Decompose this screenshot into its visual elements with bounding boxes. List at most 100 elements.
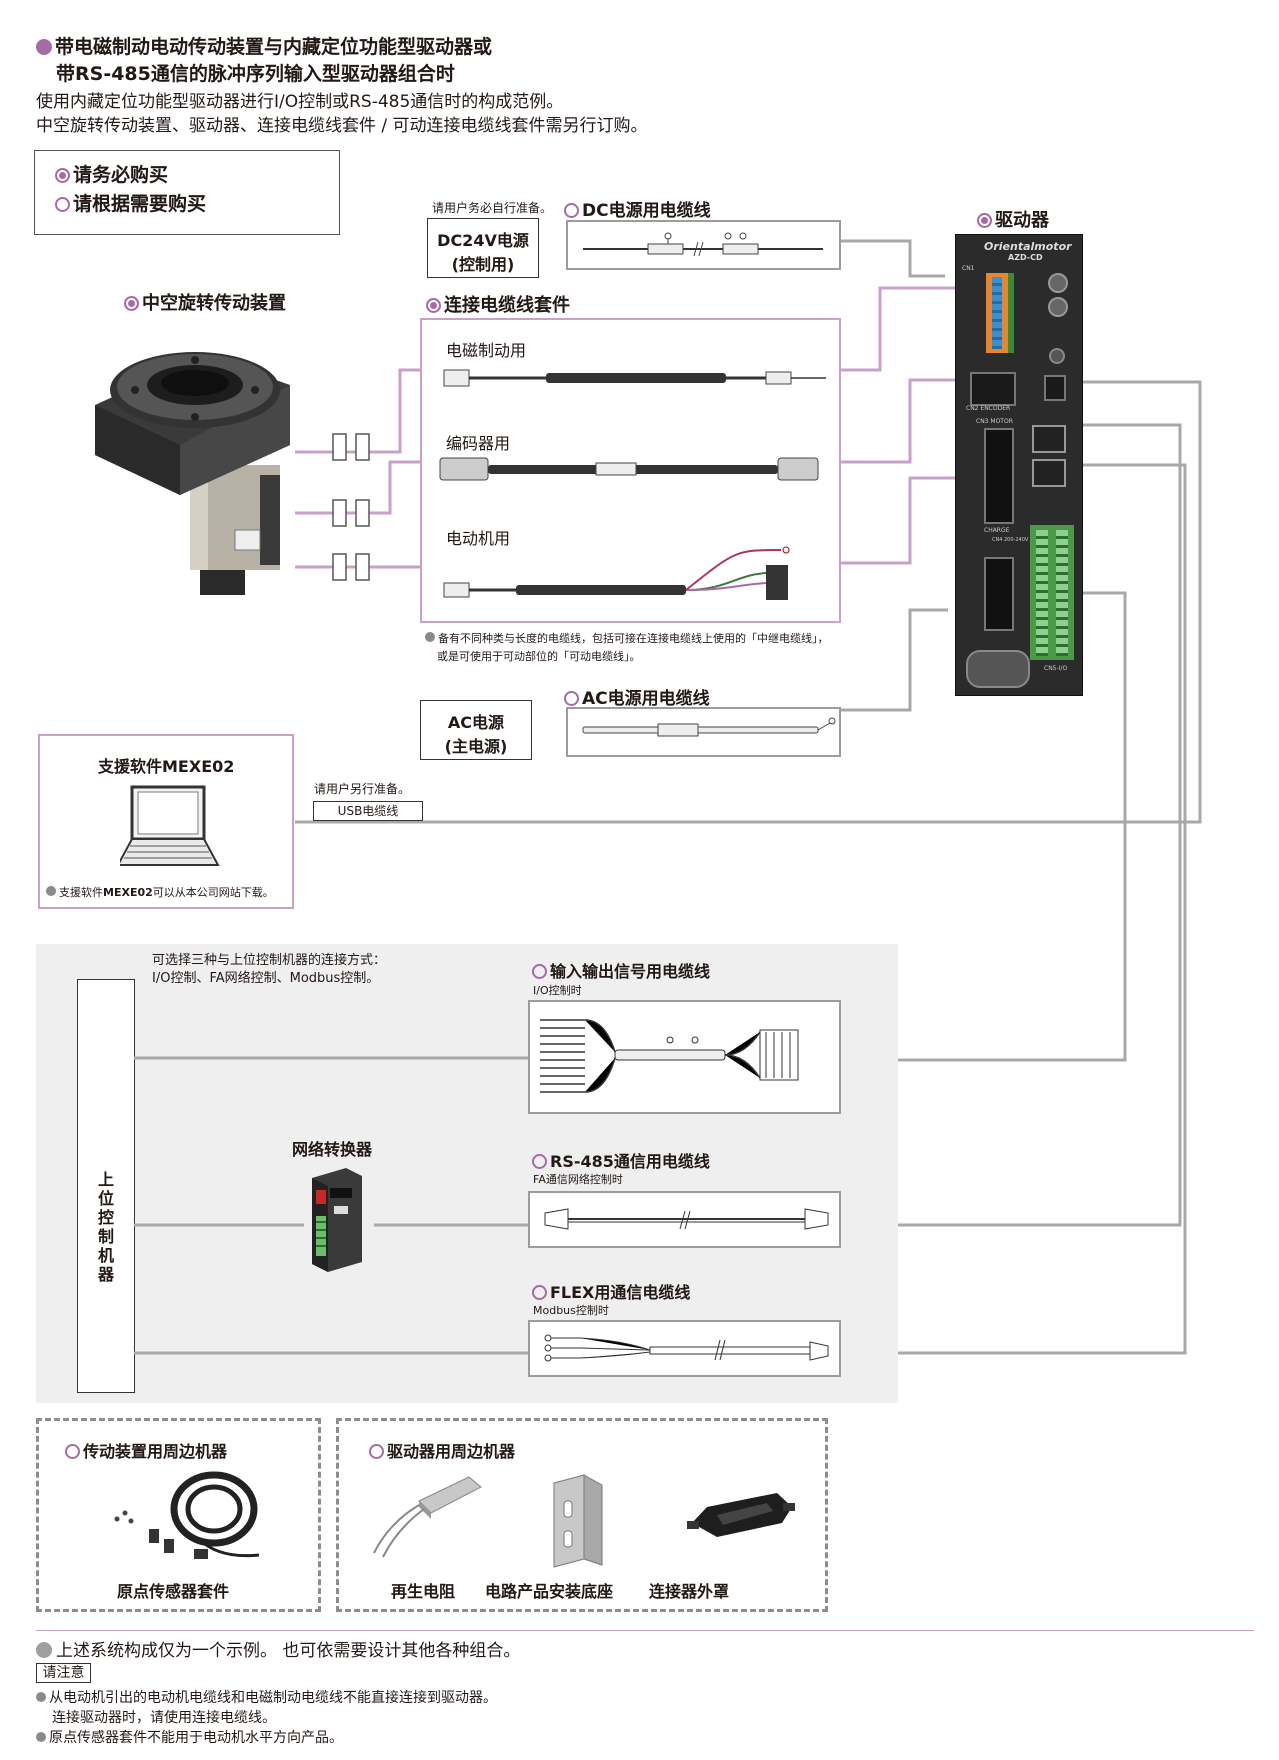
io-cable-sub: I/O控制时 <box>533 984 582 997</box>
regenerative-resistor-label: 再生电阻 <box>391 1582 456 1601</box>
software-box: 支援软件MEXE02 支援软件MEXE02可以从本公司网站下载。 <box>38 734 294 909</box>
encoder-cable-label: 编码器用 <box>446 434 511 453</box>
encoder-cable-image <box>439 457 819 481</box>
note-bullet-icon <box>36 1732 46 1742</box>
cable-kit-note-line1: 备有不同种类与长度的电缆线，包括可接在连接电缆线上使用的「中继电缆线」， <box>425 630 829 646</box>
optional-marker-icon <box>55 197 70 212</box>
ac-power-source: AC电源 (主电源) <box>420 700 532 760</box>
mounting-bracket-image <box>553 1474 603 1568</box>
ac-cable-image <box>582 717 836 737</box>
origin-sensor-kit-label: 原点传感器套件 <box>117 1582 230 1601</box>
dc-power-note: 请用户务必自行准备。 <box>432 201 553 215</box>
footer-line1: 上述系统构成仅为一个示例。 也可依需要设计其他各种组合。 <box>36 1636 520 1661</box>
usb-line <box>295 380 1202 824</box>
required-marker-icon <box>124 296 139 311</box>
usb-cable-label: USB电缆线 <box>313 801 423 821</box>
note-bullet-icon <box>46 886 56 896</box>
io-line <box>841 591 1127 1062</box>
dc24v-power-source: DC24V电源 (控制用) <box>427 218 539 278</box>
hollow-rotary-actuator-image <box>95 352 290 595</box>
optional-marker-icon <box>532 964 547 979</box>
optional-marker-icon <box>564 203 579 218</box>
actuator-title: 中空旋转传动装置 <box>124 289 286 315</box>
required-marker-icon <box>977 213 992 228</box>
cable-kit-box: 电磁制动用 编码器用 电动机用 <box>420 318 841 623</box>
driver-model: AZD-CD <box>1008 253 1043 262</box>
io-cable-title: 输入输出信号用电缆线 <box>532 958 710 982</box>
dc-power-cable-box <box>566 220 841 270</box>
motor-line <box>841 476 960 565</box>
footer-line2: 从电动机引出的电动机电缆线和电磁制动电缆线不能直接连接到驱动器。 <box>36 1687 497 1707</box>
flex-cable-sub: Modbus控制时 <box>533 1304 609 1317</box>
actuator-brake-line <box>295 368 420 454</box>
motor-cable-label: 电动机用 <box>446 529 511 548</box>
dc-power-line <box>841 239 945 278</box>
required-marker-icon <box>426 298 441 313</box>
io-cable-box <box>528 1000 841 1114</box>
dc-power-cable-title: DC电源用电缆线 <box>564 196 711 221</box>
brake-cable-image <box>443 369 826 387</box>
dc-cable-image <box>583 232 823 257</box>
footer-divider <box>36 1630 1254 1631</box>
rs485-line <box>841 423 1182 1227</box>
page-title: 带电磁制动电动传动装置与内藏定位功能型驱动器或 <box>36 32 492 59</box>
host-controller: 上位控制机器 <box>77 979 135 1393</box>
usb-note: 请用户另行准备。 <box>314 782 411 796</box>
legend-required: 请务必购买 <box>55 160 168 187</box>
optional-marker-icon <box>369 1444 384 1459</box>
description-line1: 使用内藏定位功能型驱动器进行I/O控制或RS-485通信时的构成范例。 <box>36 92 564 112</box>
motor-cable-image <box>443 546 790 600</box>
flex-cable-box <box>528 1320 841 1377</box>
cable-kit-note-line2: 或是可使用于可动部位的「可动电缆线」。 <box>437 650 641 663</box>
connector-cover-image <box>687 1493 795 1537</box>
software-note: 支援软件MEXE02可以从本公司网站下载。 <box>46 884 274 900</box>
network-converter-image <box>312 1168 362 1272</box>
footer-line3: 连接驱动器时，请使用连接电缆线。 <box>52 1710 276 1726</box>
footer-line4: 原点传感器套件不能用于电动机水平方向产品。 <box>36 1727 343 1747</box>
footer-bullet-icon <box>36 1642 52 1658</box>
rs485-cable-box <box>528 1191 841 1248</box>
flex-line <box>841 463 1187 1355</box>
note-bullet-icon <box>36 1692 46 1702</box>
driver-peripherals-title: 驱动器用周边机器 <box>369 1438 515 1462</box>
host-desc-line2: I/O控制、FA网络控制、Modbus控制。 <box>152 971 380 986</box>
flex-cable-image <box>544 1334 829 1362</box>
optional-marker-icon <box>532 1285 547 1300</box>
software-title: 支援软件MEXE02 <box>98 757 235 776</box>
io-cable-image <box>540 1019 799 1093</box>
cable-kit-title: 连接电缆线套件 <box>426 291 570 317</box>
laptop-icon <box>120 785 220 866</box>
ac-power-line <box>841 608 948 712</box>
brake-cable-label: 电磁制动用 <box>446 341 527 360</box>
flex-cable-title: FLEX用通信电缆线 <box>532 1279 690 1303</box>
notice-label: 请注意 <box>36 1663 91 1683</box>
ac-power-cable-box <box>566 707 841 757</box>
rs485-cable-sub: FA通信网络控制时 <box>533 1173 623 1186</box>
required-marker-icon <box>36 39 52 55</box>
actuator-peripherals-box: 传动装置用周边机器 原点传感器套件 <box>36 1418 321 1612</box>
mounting-base-label: 电路产品安装底座 <box>485 1582 614 1601</box>
origin-sensor-kit-image <box>114 1471 260 1559</box>
host-desc-line1: 可选择三种与上位控制机器的连接方式： <box>152 953 387 968</box>
optional-marker-icon <box>532 1154 547 1169</box>
rs485-cable-image <box>544 1208 829 1230</box>
driver-peripherals-box: 驱动器用周边机器 再生电阻 电路产品安装底座 连接器外罩 <box>336 1418 828 1612</box>
network-converter-label: 网络转换器 <box>292 1140 373 1159</box>
description-line2: 中空旋转传动装置、驱动器、连接电缆线套件 / 可动连接电缆线套件需另行订购。 <box>36 116 648 136</box>
rs485-cable-title: RS-485通信用电缆线 <box>532 1148 710 1172</box>
note-bullet-icon <box>425 632 435 642</box>
ac-power-cable-title: AC电源用电缆线 <box>564 684 710 709</box>
purchase-legend: 请务必购买 请根据需要购买 <box>34 150 340 235</box>
actuator-peripherals-title: 传动装置用周边机器 <box>65 1438 227 1462</box>
legend-optional: 请根据需要购买 <box>55 189 206 216</box>
brake-line <box>841 286 960 372</box>
optional-marker-icon <box>564 691 579 706</box>
driver-title: 驱动器 <box>977 206 1049 232</box>
connector-cover-label: 连接器外罩 <box>649 1582 730 1601</box>
encoder-line <box>841 378 960 464</box>
required-marker-icon <box>55 168 70 183</box>
optional-marker-icon <box>65 1444 80 1459</box>
driver-brand: Orientalmotor <box>984 240 1072 253</box>
regenerative-resistor-image <box>373 1476 482 1558</box>
driver-image: Orientalmotor AZD-CD CN1 CN2 ENCODER CN3… <box>955 234 1083 696</box>
